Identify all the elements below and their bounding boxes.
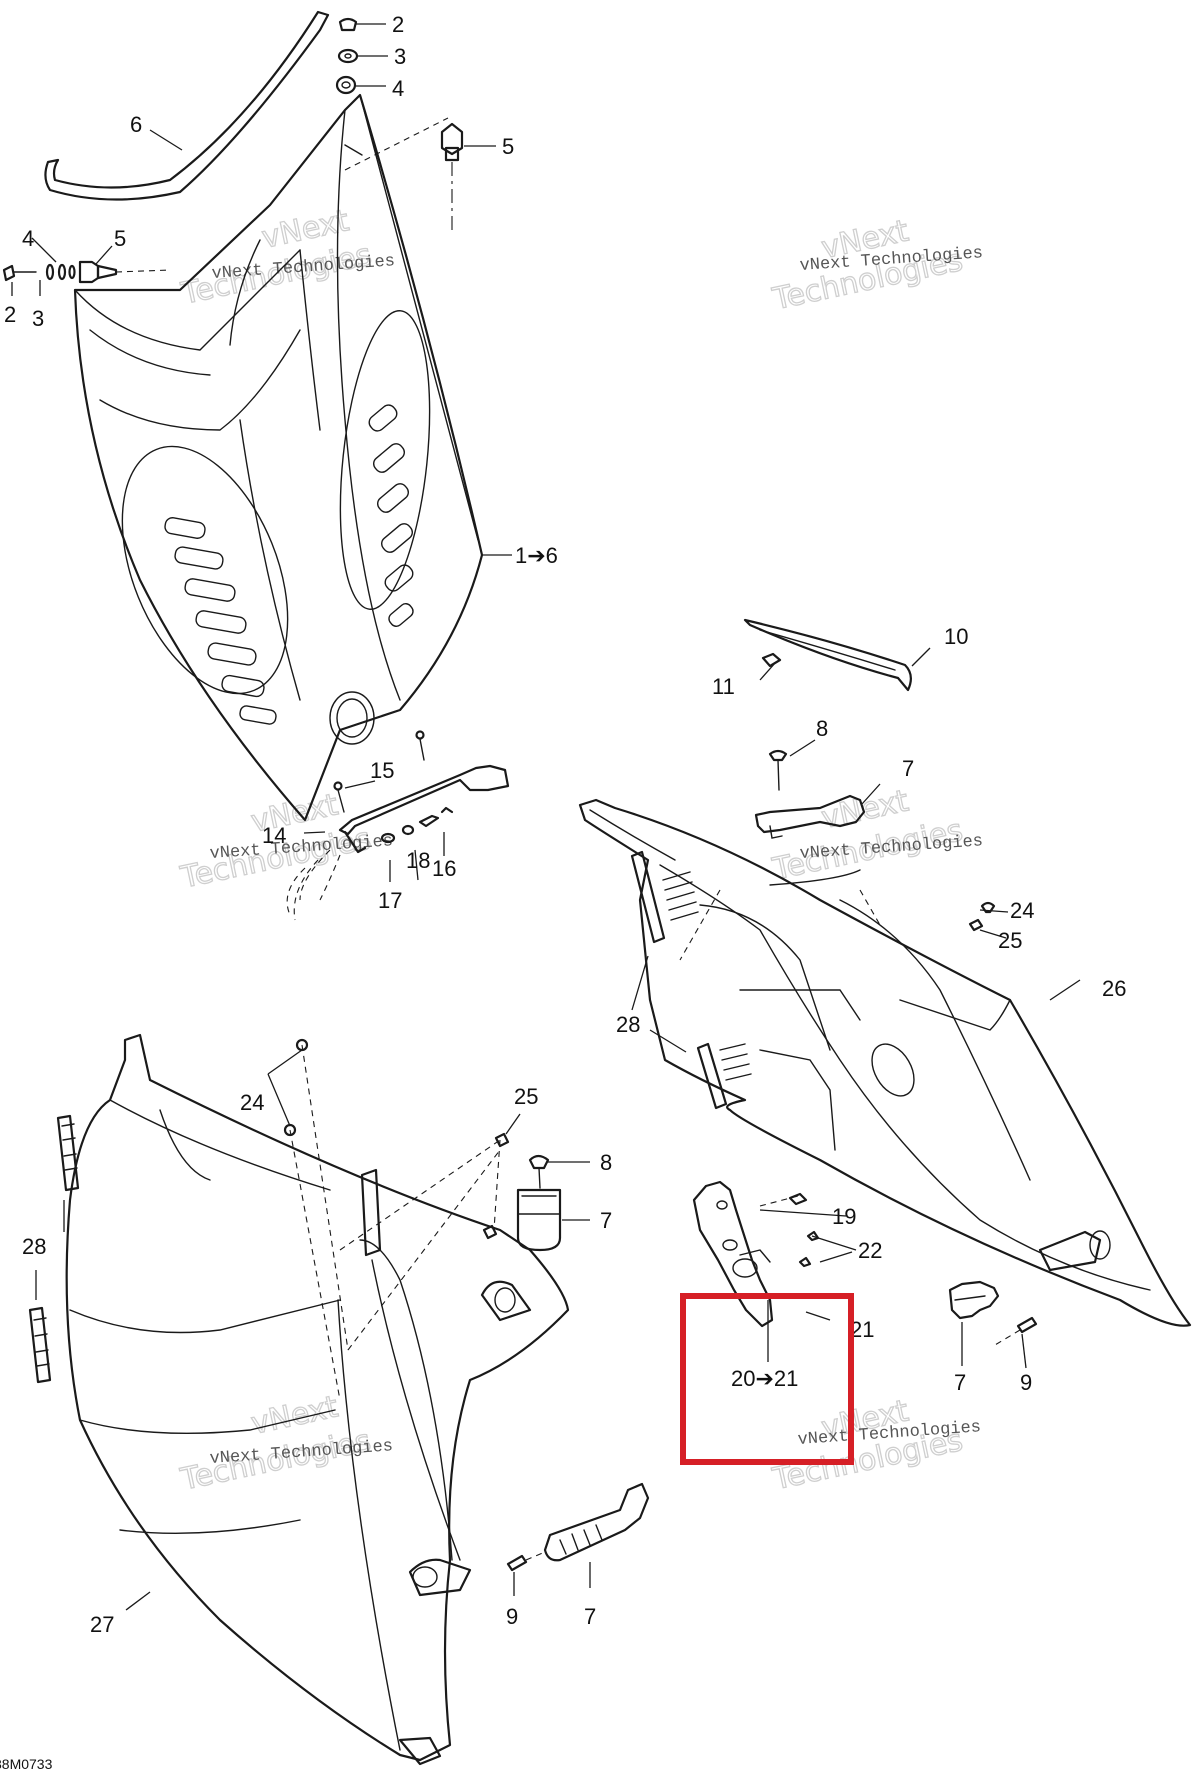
clip-part-11 bbox=[761, 652, 782, 668]
handle-part-7-upper bbox=[754, 794, 866, 839]
alignment-lines-lower bbox=[289, 1044, 501, 1401]
callout-7: 7 bbox=[954, 1370, 966, 1395]
callout-7: 7 bbox=[600, 1208, 612, 1233]
callout-4: 4 bbox=[392, 76, 404, 101]
clip-parts-24-25-upper bbox=[968, 901, 996, 932]
callout-28: 28 bbox=[22, 1234, 46, 1259]
clip-parts-24-lower bbox=[283, 1038, 510, 1240]
callout-9: 9 bbox=[506, 1604, 518, 1629]
callout-11: 11 bbox=[712, 674, 735, 699]
windshield-piece-10 bbox=[743, 618, 912, 692]
callout-2: 2 bbox=[392, 12, 404, 37]
callout-8: 8 bbox=[816, 716, 828, 741]
handle-part-7-lower bbox=[543, 1482, 650, 1562]
callout-17: 17 bbox=[378, 888, 402, 913]
callout-7: 7 bbox=[902, 756, 914, 781]
diagram-code: 38M0733 bbox=[0, 1756, 53, 1772]
callout-5: 5 bbox=[502, 134, 514, 159]
strip-part-28-left bbox=[28, 1114, 80, 1384]
screw-part-9-right bbox=[994, 1316, 1038, 1346]
callout-19: 19 bbox=[832, 1204, 856, 1229]
callout-18: 18 bbox=[406, 848, 430, 873]
fastener-stack-side bbox=[2, 260, 171, 284]
callout-6: 6 bbox=[130, 112, 142, 137]
callout-3: 3 bbox=[394, 44, 406, 69]
callout-9: 9 bbox=[1020, 1370, 1032, 1395]
handle-part-7-right bbox=[948, 1280, 1000, 1320]
callout-24: 24 bbox=[1010, 898, 1034, 923]
callout-25: 25 bbox=[514, 1084, 538, 1109]
strap-part-6 bbox=[44, 10, 330, 201]
callout-5: 5 bbox=[114, 226, 126, 251]
callout-14: 14 bbox=[262, 823, 286, 848]
callout-labels: 2 3 4 5 6 2 3 4 5 1➔6 10 11 8 7 14 15 17… bbox=[4, 12, 1126, 1637]
callout-10: 10 bbox=[944, 624, 968, 649]
watermark-group: vNext Technologies vNext Technologies vN… bbox=[177, 203, 984, 1499]
callout-8: 8 bbox=[600, 1150, 612, 1175]
callout-3: 3 bbox=[32, 306, 44, 331]
fastener-stack-top bbox=[335, 17, 464, 235]
handle-part-7-middle bbox=[516, 1188, 562, 1252]
side-panel-right bbox=[578, 798, 1192, 1327]
callout-16: 16 bbox=[432, 856, 456, 881]
leader-lines bbox=[11, 23, 1081, 1611]
hood-panel bbox=[73, 93, 484, 822]
callout-22: 22 bbox=[858, 1238, 882, 1263]
highlight-box bbox=[680, 1293, 854, 1465]
callout-21: 21 bbox=[850, 1317, 874, 1342]
screw-part-9-lower bbox=[506, 1551, 546, 1572]
callout-7: 7 bbox=[584, 1604, 596, 1629]
callout-15: 15 bbox=[370, 758, 394, 783]
bracket-assembly bbox=[286, 730, 510, 921]
strip-part-28-right bbox=[630, 850, 752, 1110]
callout-1-to-6: 1➔6 bbox=[515, 543, 558, 568]
bracket-part-19-22 bbox=[692, 1180, 820, 1328]
callout-27: 27 bbox=[90, 1612, 114, 1637]
callout-28: 28 bbox=[616, 1012, 640, 1037]
clip-part-8-upper bbox=[768, 749, 788, 791]
callout-24: 24 bbox=[240, 1090, 264, 1115]
callout-4: 4 bbox=[22, 226, 34, 251]
callout-26: 26 bbox=[1102, 976, 1126, 1001]
callout-20-to-21: 20➔21 bbox=[731, 1366, 798, 1391]
callout-25: 25 bbox=[998, 928, 1022, 953]
clip-part-8-lower bbox=[528, 1154, 550, 1189]
callout-2: 2 bbox=[4, 302, 16, 327]
